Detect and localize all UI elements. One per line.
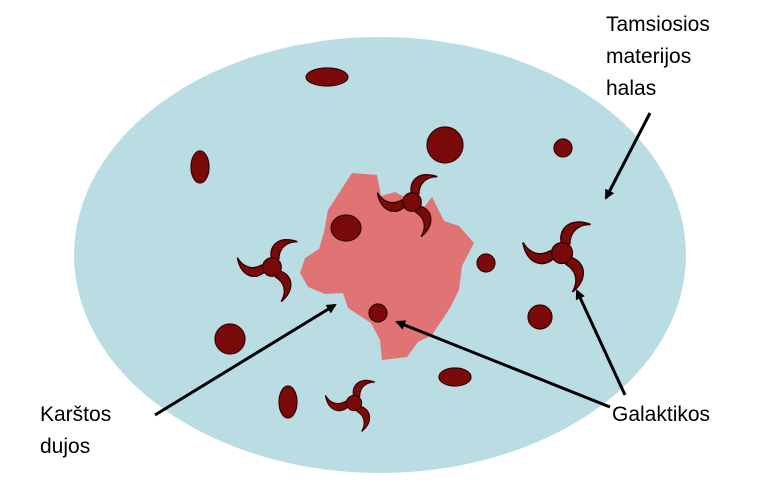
label-halo-line2: materijos [606,45,691,68]
label-hot-gas-line2: dujos [40,435,90,458]
galaxy-in-gas-left [330,214,362,242]
galaxy-ellipse-bottom-left [278,385,298,419]
galaxy-round-center [368,303,388,323]
label-galaxies: Galaktikos [612,403,710,426]
label-halo-line3: halas [606,77,656,100]
galaxy-round-mid-right [476,253,496,273]
galaxy-ellipse-top [305,67,349,87]
galaxy-ellipse-bottom [438,367,472,387]
arrow-galaxies-center [395,320,611,409]
label-halo-line1: Tamsiosios [606,13,710,36]
arrow-halo [604,112,652,200]
galaxy-ellipse-left [190,150,210,184]
galaxy-round-lower-left [214,323,246,355]
label-hot-gas-line1: Karštos [40,403,111,426]
galaxy-round-lower-right [527,304,553,330]
arrow-galaxies-right [575,289,627,396]
galaxy-round-large [426,126,464,164]
arrow-hot-gas [154,303,337,417]
elliptical-galaxies [190,67,573,419]
galaxy-round-small-right [553,138,573,158]
